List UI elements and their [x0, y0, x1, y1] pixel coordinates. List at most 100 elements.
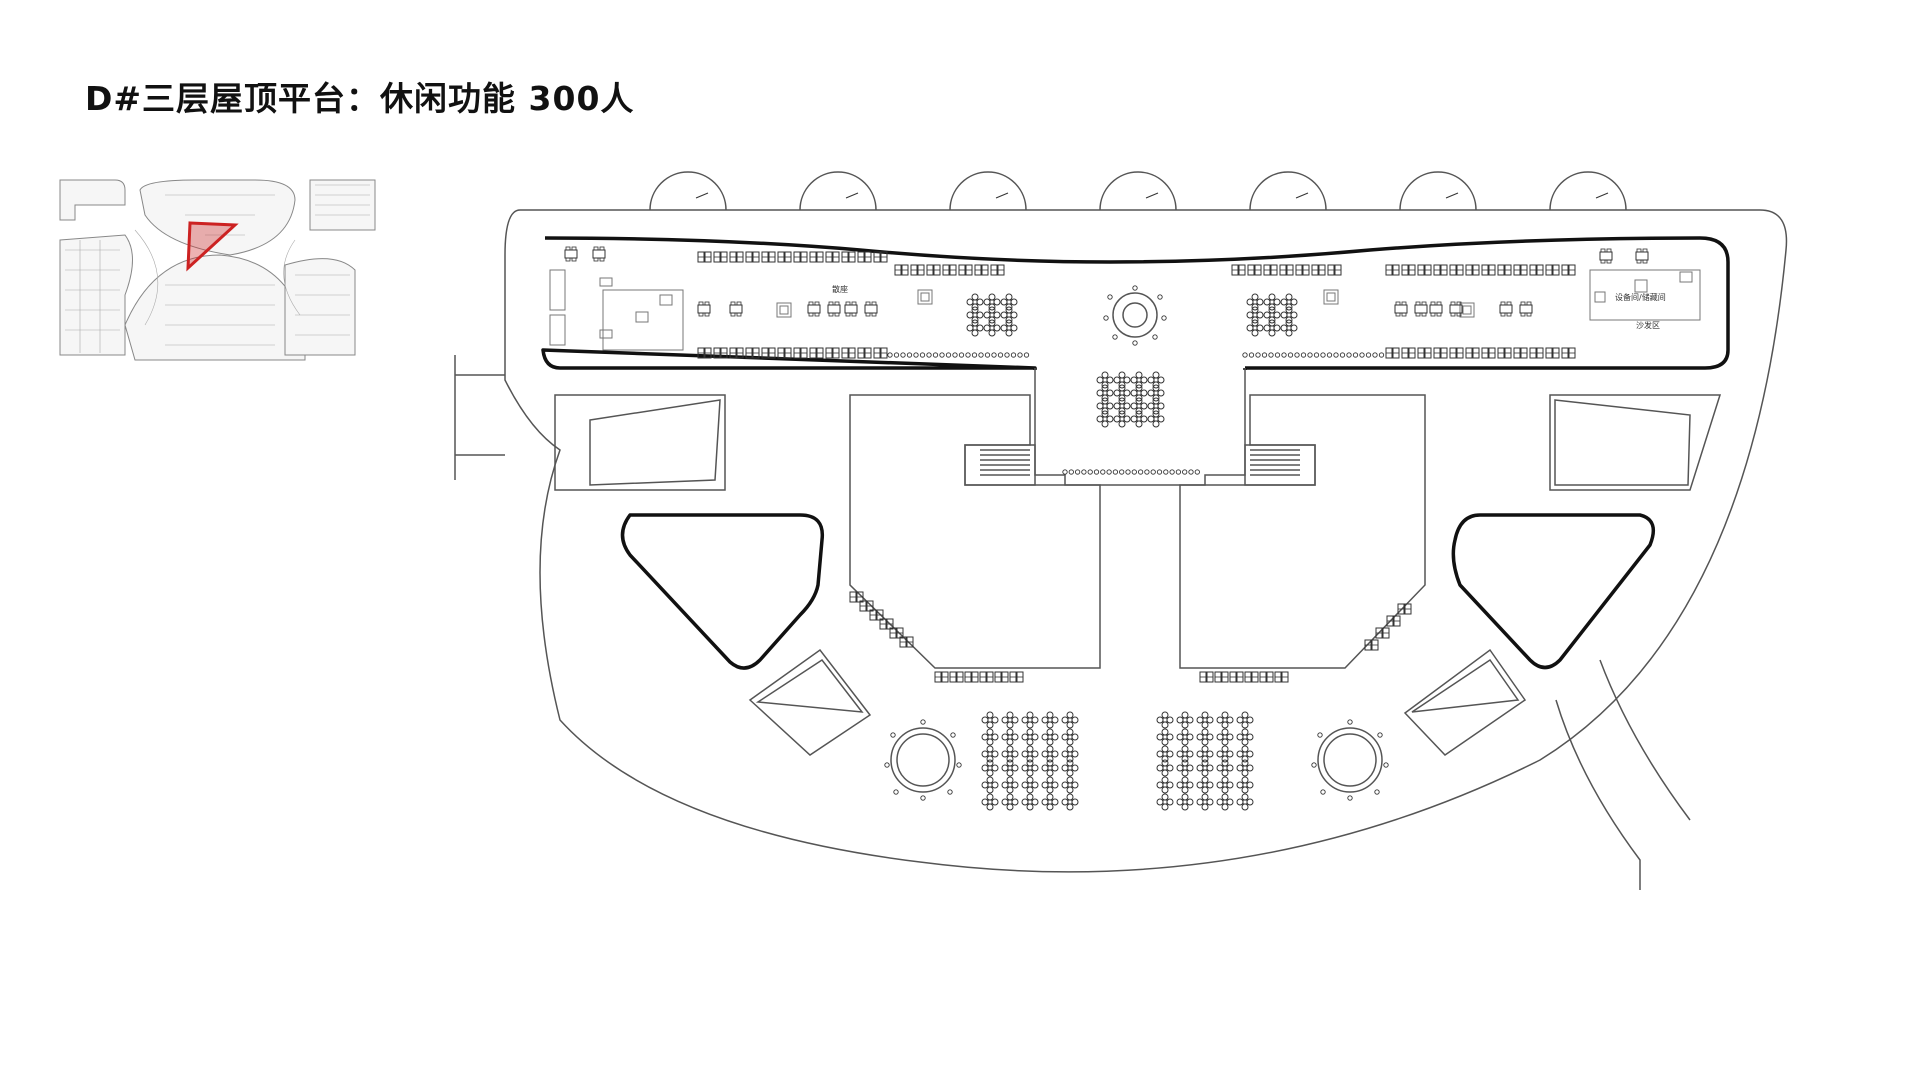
chair — [1137, 469, 1144, 475]
key-plan-highlight — [186, 221, 239, 272]
booth-seat — [697, 251, 712, 263]
chair — [1326, 352, 1333, 358]
chair — [887, 352, 893, 358]
booth-seat — [1397, 603, 1412, 615]
booth-seat — [1433, 264, 1448, 276]
booth-seat — [942, 264, 957, 276]
clover-table — [1130, 410, 1148, 428]
booth-seat — [1561, 264, 1576, 276]
chair — [1093, 469, 1100, 475]
chair — [1333, 352, 1339, 358]
clover-table — [1147, 397, 1165, 415]
box-right-bottom — [1403, 648, 1527, 756]
chair — [997, 352, 1004, 358]
clover-table — [966, 306, 984, 324]
booth-seat — [994, 671, 1009, 683]
chair — [958, 352, 965, 358]
table — [729, 301, 743, 317]
clover-table — [1196, 793, 1214, 811]
clover-table — [1216, 793, 1234, 811]
booth-seat — [713, 251, 728, 263]
bay-right — [1179, 394, 1426, 669]
clover-table — [1156, 728, 1174, 746]
clover-table — [1280, 293, 1298, 311]
booth-seat — [1199, 671, 1214, 683]
booth-seat — [1009, 671, 1024, 683]
clover-table — [1061, 793, 1079, 811]
booth-seat — [1497, 264, 1512, 276]
booth-seat — [825, 251, 840, 263]
clover-table — [981, 793, 999, 811]
booth-seat — [825, 347, 840, 359]
booth-seat — [1229, 671, 1244, 683]
box-left-top — [554, 394, 726, 491]
clover-table — [1021, 793, 1039, 811]
page-title: D#三层屋顶平台：休闲功能 300人 — [85, 79, 635, 118]
clover-table — [1280, 319, 1298, 337]
booth-seat — [1274, 671, 1289, 683]
top-seating-strip — [541, 236, 1730, 370]
clover-table — [1001, 728, 1019, 746]
clover-table — [1041, 728, 1059, 746]
chair — [913, 352, 919, 358]
chair — [1248, 352, 1255, 358]
table — [564, 246, 578, 262]
table — [1519, 301, 1533, 317]
booth-seat — [873, 347, 888, 359]
chair — [1287, 352, 1294, 358]
chair — [952, 352, 958, 358]
clover-table — [1176, 728, 1194, 746]
booth-seat — [1449, 347, 1464, 359]
booth-seat — [1433, 347, 1448, 359]
booth-seat — [1295, 264, 1310, 276]
chair — [939, 352, 945, 358]
top-bays — [649, 171, 1627, 211]
clover-table — [1113, 384, 1131, 402]
clover-table — [1113, 397, 1131, 415]
void-right — [1451, 513, 1656, 670]
clover-table — [1130, 371, 1148, 389]
service-room-left — [549, 269, 684, 351]
booth-seat — [1214, 671, 1229, 683]
booth-seat — [1545, 264, 1560, 276]
chair — [1365, 352, 1372, 358]
table — [1394, 301, 1408, 317]
clover-table — [983, 293, 1001, 311]
booth-seat — [894, 264, 909, 276]
chair — [1346, 352, 1352, 358]
clover-table — [1196, 711, 1214, 729]
chair — [971, 352, 978, 358]
clover-table — [983, 306, 1001, 324]
clover-table — [1246, 293, 1264, 311]
clover-table — [1216, 776, 1234, 794]
clover-table — [1156, 793, 1174, 811]
roof-outline — [504, 209, 1788, 873]
clover-table — [1000, 319, 1018, 337]
clover-table — [981, 711, 999, 729]
clover-table — [1216, 711, 1234, 729]
booth-seat — [1513, 347, 1528, 359]
chair — [1372, 352, 1378, 358]
booth-seat — [1311, 264, 1326, 276]
chair — [984, 352, 991, 358]
table — [827, 301, 841, 317]
table — [1635, 248, 1649, 264]
booth-seat — [729, 251, 744, 263]
sofa-label: 沙发区 — [1636, 320, 1660, 330]
service-room-right — [1589, 269, 1701, 321]
clover-table — [1236, 711, 1254, 729]
booth-seat — [1401, 347, 1416, 359]
booth-seat — [1449, 264, 1464, 276]
clover-table — [1176, 776, 1194, 794]
clover-table — [1280, 306, 1298, 324]
chair — [926, 352, 932, 358]
booth-seat — [1529, 264, 1544, 276]
clover-table — [1147, 371, 1165, 389]
bar-label: 散座 — [832, 284, 848, 294]
clover-table — [981, 776, 999, 794]
table — [864, 301, 878, 317]
clover-table — [1196, 776, 1214, 794]
chair — [1081, 469, 1087, 475]
right-walkway — [1555, 659, 1691, 890]
table — [1429, 301, 1443, 317]
